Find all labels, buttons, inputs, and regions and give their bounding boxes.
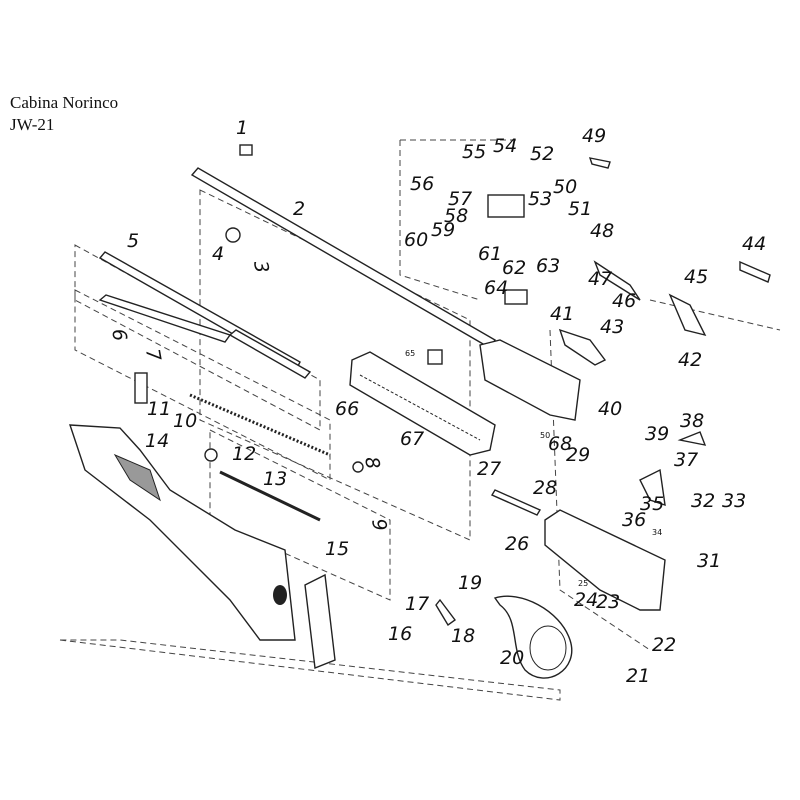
model-name: JW-21	[10, 115, 55, 134]
part-label-22: 22	[652, 634, 676, 656]
part-label-42: 42	[678, 349, 702, 371]
part-label-28: 28	[533, 477, 557, 499]
part-label-15: 15	[325, 538, 349, 560]
part-label-1: 1	[236, 117, 248, 139]
part-label-19: 19	[458, 572, 482, 594]
part-label-68: 68	[548, 433, 572, 455]
part-number-labels: 1234567891011121314151617181920212223242…	[107, 117, 766, 687]
part-label-20: 20	[500, 647, 524, 669]
part-label-67: 67	[400, 428, 424, 450]
part-label-13: 13	[263, 468, 287, 490]
dashed-assembly-outlines	[59, 139, 781, 701]
part-label-9: 9	[367, 517, 391, 533]
stock	[69, 424, 296, 641]
part-label-45: 45	[684, 266, 708, 288]
small-part-label-50: 50	[540, 431, 550, 440]
part-label-55: 55	[462, 141, 486, 163]
part-label-24: 24	[574, 589, 598, 611]
small-part-label-34: 34	[652, 528, 662, 537]
part-label-26: 26	[505, 533, 529, 555]
part-label-60: 60	[404, 229, 428, 251]
part-label-16: 16	[388, 623, 412, 645]
part-label-57: 57	[448, 188, 472, 210]
part-label-5: 5	[127, 230, 139, 252]
part-label-50: 50	[553, 176, 577, 198]
part-label-54: 54	[493, 135, 517, 157]
part-label-33: 33	[722, 490, 746, 512]
part-label-4: 4	[212, 243, 224, 265]
part-label-58: 58	[444, 205, 468, 227]
part-label-52: 52	[530, 143, 554, 165]
part-label-7: 7	[141, 347, 165, 363]
part-label-40: 40	[598, 398, 622, 420]
part-label-62: 62	[502, 257, 526, 279]
part-label-32: 32	[691, 490, 715, 512]
part-label-10: 10	[173, 410, 197, 432]
part-label-6: 6	[107, 327, 131, 343]
part-label-49: 49	[582, 125, 606, 147]
forend	[349, 351, 496, 456]
part-label-38: 38	[680, 410, 704, 432]
part-label-41: 41	[550, 303, 574, 325]
part-label-31: 31	[697, 550, 721, 572]
part-label-53: 53	[528, 188, 552, 210]
part-label-64: 64	[484, 277, 508, 299]
part-label-23: 23	[596, 591, 620, 613]
part-label-51: 51	[568, 198, 592, 220]
part-label-29: 29	[566, 444, 590, 466]
part-label-12: 12	[232, 443, 256, 465]
butt-plate	[304, 573, 336, 669]
part-label-27: 27	[477, 458, 501, 480]
part-label-21: 21	[626, 665, 650, 687]
part-label-36: 36	[622, 509, 646, 531]
part-label-2: 2	[293, 198, 305, 220]
part-label-18: 18	[451, 625, 475, 647]
part-label-59: 59	[431, 219, 455, 241]
part-label-3: 3	[249, 259, 273, 275]
small-parts	[134, 144, 771, 627]
part-label-14: 14	[145, 430, 169, 452]
part-label-46: 46	[612, 290, 636, 312]
part-label-47: 47	[588, 268, 612, 290]
part-label-61: 61	[478, 243, 502, 265]
part-label-11: 11	[147, 398, 171, 420]
part-label-44: 44	[742, 233, 766, 255]
part-label-48: 48	[590, 220, 614, 242]
lever	[493, 595, 573, 679]
diagram-title: Cabina Norinco	[10, 93, 119, 112]
small-part-label-65: 65	[405, 349, 415, 358]
part-label-63: 63	[536, 255, 560, 277]
receiver	[479, 339, 666, 611]
part-label-56: 56	[410, 173, 434, 195]
part-label-39: 39	[645, 423, 669, 445]
part-label-35: 35	[640, 493, 664, 515]
part-label-8: 8	[360, 455, 384, 471]
barrel	[190, 167, 496, 349]
small-part-label-25: 25	[578, 579, 588, 588]
part-label-37: 37	[674, 449, 698, 471]
part-label-17: 17	[405, 593, 429, 615]
part-label-43: 43	[600, 316, 624, 338]
part-label-66: 66	[335, 398, 359, 420]
magazine-tube	[98, 251, 312, 379]
